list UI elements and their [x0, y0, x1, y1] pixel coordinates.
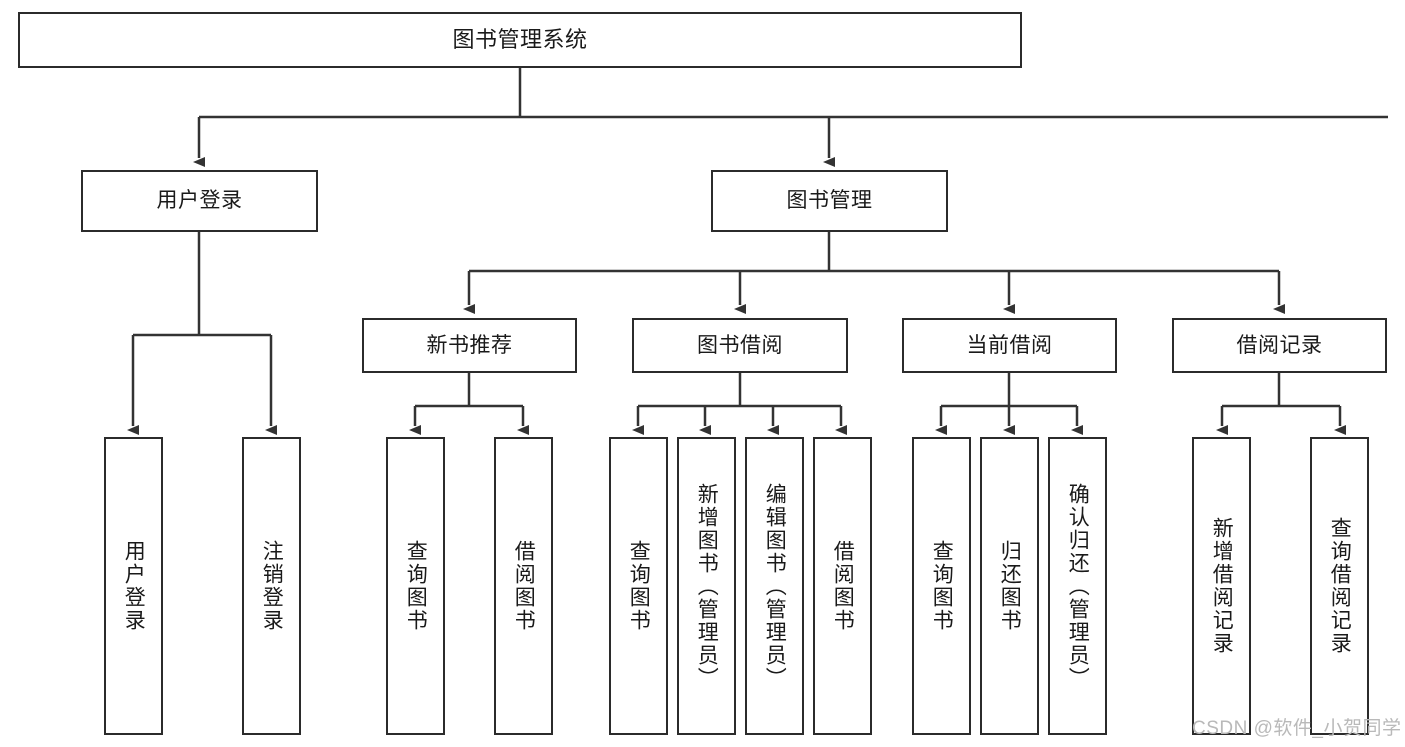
node-book-management[interactable]: 图书管理: [711, 170, 948, 232]
node-label: 查询图书: [404, 540, 428, 632]
node-label: 图书借阅: [697, 333, 783, 357]
node-label: 查询借阅记录: [1328, 517, 1352, 655]
leaf-book-borrow-add[interactable]: 新增图书（管理员）: [677, 437, 736, 735]
node-user-login[interactable]: 用户登录: [81, 170, 318, 232]
node-label: 图书管理: [786, 189, 873, 213]
node-root-system[interactable]: 图书管理系统: [18, 12, 1022, 68]
node-label: 归还图书: [998, 540, 1022, 632]
leaf-current-borrow-query[interactable]: 查询图书: [912, 437, 971, 735]
leaf-user-login-login[interactable]: 用户登录: [104, 437, 163, 735]
node-label: 借阅记录: [1236, 333, 1323, 357]
node-label: 查询图书: [930, 540, 954, 632]
leaf-current-borrow-return[interactable]: 归还图书: [980, 437, 1039, 735]
node-current-borrow[interactable]: 当前借阅: [902, 318, 1117, 373]
leaf-new-book-query[interactable]: 查询图书: [386, 437, 445, 735]
leaf-book-borrow-borrow[interactable]: 借阅图书: [813, 437, 872, 735]
node-label: 用户登录: [156, 189, 243, 213]
node-label: 借阅图书: [512, 540, 536, 632]
node-label: 新增借阅记录: [1210, 517, 1234, 655]
node-label: 借阅图书: [831, 540, 855, 632]
leaf-current-borrow-confirm-return[interactable]: 确认归还（管理员）: [1048, 437, 1107, 735]
node-label: 查询图书: [627, 540, 651, 632]
node-label: 新书推荐: [426, 333, 513, 357]
leaf-user-login-logout[interactable]: 注销登录: [242, 437, 301, 735]
node-label: 新增图书（管理员）: [695, 482, 719, 690]
node-new-book-recommend[interactable]: 新书推荐: [362, 318, 577, 373]
node-borrow-record[interactable]: 借阅记录: [1172, 318, 1387, 373]
leaf-book-borrow-edit[interactable]: 编辑图书（管理员）: [745, 437, 804, 735]
leaf-new-book-borrow[interactable]: 借阅图书: [494, 437, 553, 735]
leaf-borrow-record-add[interactable]: 新增借阅记录: [1192, 437, 1251, 735]
node-book-borrow[interactable]: 图书借阅: [632, 318, 848, 373]
node-label: 用户登录: [122, 540, 146, 632]
leaf-borrow-record-query[interactable]: 查询借阅记录: [1310, 437, 1369, 735]
node-label: 确认归还（管理员）: [1066, 482, 1090, 690]
node-label: 编辑图书（管理员）: [763, 482, 787, 690]
node-label: 图书管理系统: [452, 26, 588, 52]
node-label: 当前借阅: [966, 333, 1053, 357]
leaf-book-borrow-query[interactable]: 查询图书: [609, 437, 668, 735]
node-label: 注销登录: [260, 540, 284, 632]
